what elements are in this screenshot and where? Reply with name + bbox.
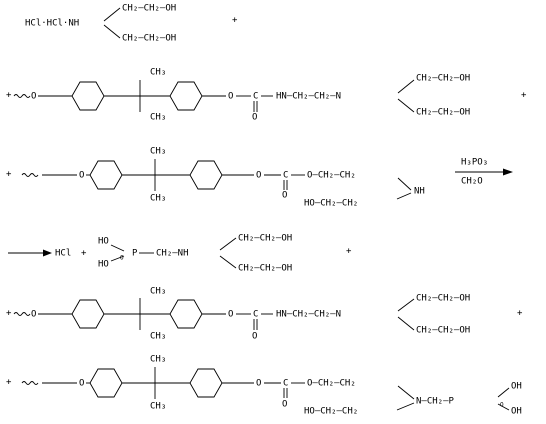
product-phosphonate-polymer: + O CH₃ CH₃ O C O O—CH₂—CH₂ HO—CH₂—CH₂ N… [6,355,522,417]
carbonyl-oxygen: O [252,332,257,342]
hydroxyethyl-arm-2: CH₂—CH₂—OH [416,326,470,336]
hydroxyl-top: HO [98,237,109,247]
benzene-ring [189,160,223,190]
methyl-bottom: CH₃ [150,402,166,412]
carbonyl-oxygen: O [282,191,287,201]
hydroxyethyl-arm-1: CH₂—CH₂—OH [238,234,292,244]
ring-nh: NH [414,187,425,197]
methyl-bottom: CH₃ [150,113,166,123]
plus-sign: + [81,249,87,259]
amine-arm-1: CH₂—CH₂—OH [122,4,176,14]
benzene-ring [189,368,223,398]
plus-sign: + [6,309,12,319]
benzene-ring [89,160,123,190]
hydroxyethyl-arm-1: CH₂—CH₂—OH [416,294,470,304]
carbonyl-carbon: C [283,379,288,389]
methyl-top: CH₃ [150,68,166,78]
ether-oxygen: O [31,310,36,320]
phosphonic-hydroxyl-bottom: OH [511,407,522,417]
plus-sign: + [6,378,12,388]
reagent-phosphorous-acid: H₃PO₃ [461,158,488,168]
ether-oxygen: O [31,92,36,102]
product-phosphonate: HCl + HO HO O P CH₂—NH CH₂—CH₂—OH CH₂—CH… [8,234,352,274]
ether-oxygen: O [79,171,84,181]
hydroxyethyl-arm-2: CH₂—CH₂—OH [238,264,292,274]
ester-chain: O—CH₂—CH₂ [307,171,356,181]
ethylenediamine-chain: HN—CH₂—CH₂—N [276,92,341,102]
methylene-phosphonate-chain: N—CH₂—P [416,397,455,407]
methyl-top: CH₃ [150,287,166,297]
plus-sign: + [6,170,12,180]
carbonyl-carbon: C [283,171,288,181]
methyl-top: CH₃ [150,147,166,157]
amine-salt-prefix: HCl·HCl·NH [25,19,79,29]
phosphonic-hydroxyl-top: OH [511,382,522,392]
benzene-ring [169,299,203,329]
phosphoryl-oxygen: O [120,255,124,262]
benzene-ring [71,81,105,111]
carbamate-oxygen: O [228,92,233,102]
carbonyl-carbon: C [253,92,258,102]
plus-sign: + [521,91,527,101]
reaction-arrow: H₃PO₃ CH₂O [455,158,513,187]
ethylenediamine-chain: HN—CH₂—CH₂—N [276,310,341,320]
carbonyl-oxygen: O [282,400,287,410]
carbonate-oxygen: O [256,171,261,181]
methylene-amine: CH₂—NH [156,249,189,259]
hydroxyethyl-arm-2: CH₂—CH₂—OH [416,108,470,118]
product-carbamate-polymer: + O CH₃ CH₃ O C O HN—CH₂—CH₂—N CH₂—CH₂—O… [6,287,523,342]
ester-chain: O—CH₂—CH₂ [307,379,356,389]
plus-sign: + [517,309,523,319]
amine-arm-2: CH₂—CH₂—OH [122,34,176,44]
carbonyl-oxygen: O [252,113,257,123]
methyl-bottom: CH₃ [150,194,166,204]
methyl-top: CH₃ [150,355,166,365]
carbonate-oxygen: O [256,379,261,389]
benzene-ring [169,81,203,111]
benzene-ring [89,368,123,398]
hydroxyethyl-arm: HO—CH₂—CH₂ [304,407,358,417]
reactant-amine-salt: HCl·HCl·NH CH₂—CH₂—OH CH₂—CH₂—OH + [25,4,238,44]
hydroxyl-bottom: HO [98,260,109,270]
carbonyl-carbon: C [253,310,258,320]
hydrogen-chloride: HCl [55,249,71,259]
phosphoryl-oxygen: O [500,402,504,409]
ether-oxygen: O [79,379,84,389]
benzene-ring [71,299,105,329]
methyl-bottom: CH₃ [150,332,166,342]
hydroxyethyl-arm: HO—CH₂—CH₂ [304,199,358,209]
reagent-formaldehyde: CH₂O [461,177,483,187]
plus-sign: + [232,16,238,26]
carbamate-oxygen: O [228,310,233,320]
phosphorus-atom: P [132,249,138,259]
plus-sign: + [346,247,352,257]
hydroxyethyl-arm-1: CH₂—CH₂—OH [416,74,470,84]
reactant-carbamate-polymer: + O CH₃ CH₃ O C O HN—CH₂—CH₂—N CH₂—CH₂—O… [6,68,527,123]
reactant-carbonate-polymer: + O CH₃ CH₃ O C O O—CH₂—CH₂ NH HO—CH₂—CH… [6,147,425,209]
plus-sign: + [6,91,12,101]
